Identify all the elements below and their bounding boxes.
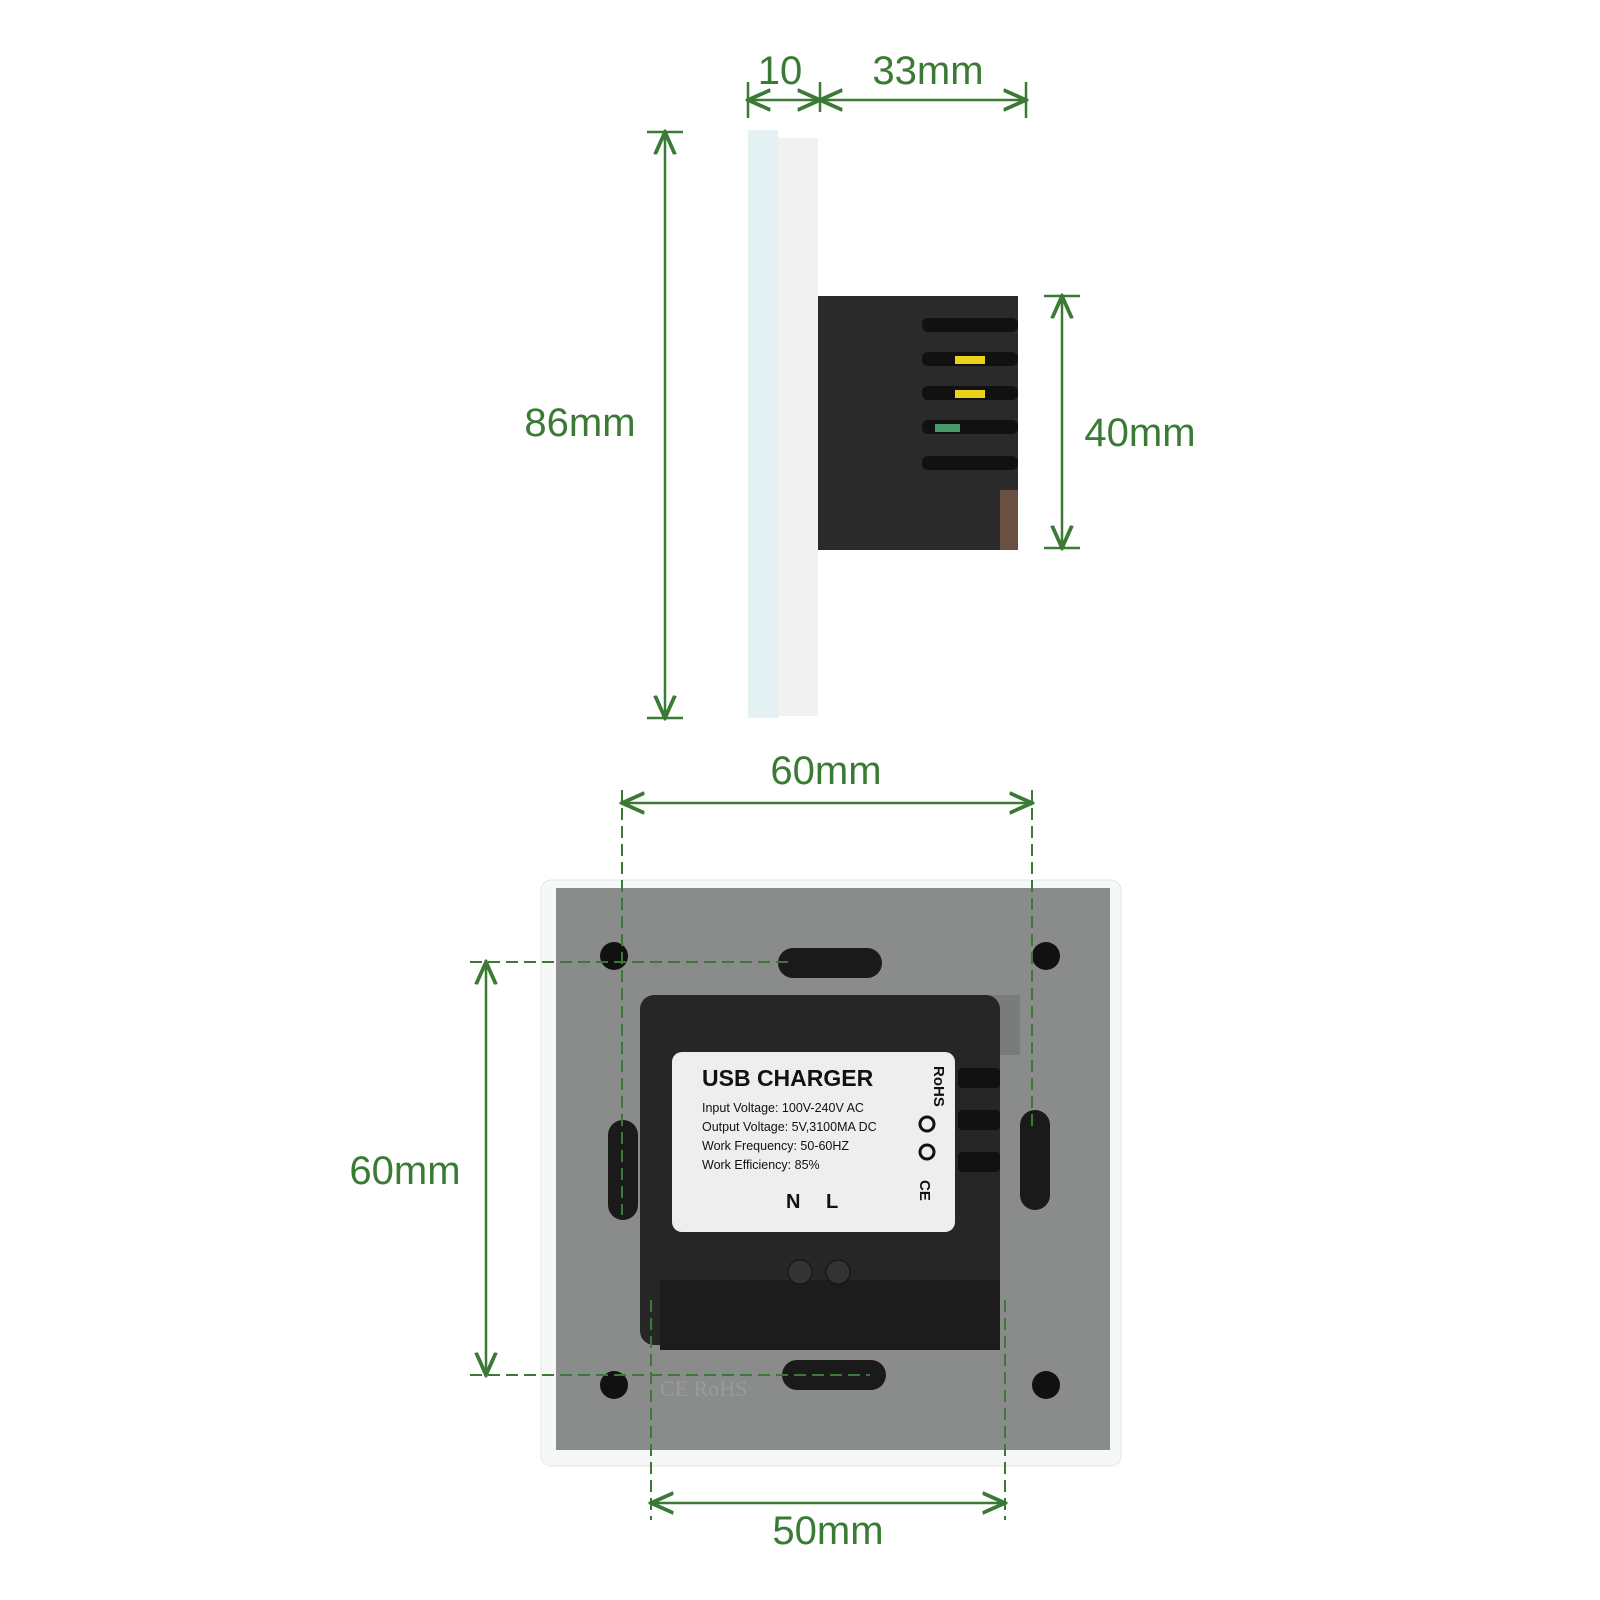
terminal-n: N xyxy=(786,1191,800,1213)
dim-mount-height: 60mm xyxy=(349,1149,460,1193)
back-dimension-lines xyxy=(486,803,1032,1503)
guide-lines xyxy=(470,790,1033,1520)
label-title: USB CHARGER xyxy=(702,1065,874,1091)
dim-height: 86mm xyxy=(524,401,635,445)
mount-slot xyxy=(1020,1110,1050,1210)
wire-yellow xyxy=(955,356,985,364)
back-view: USB CHARGER Input Voltage: 100V-240V AC … xyxy=(540,879,1122,1467)
dim-mount-width: 60mm xyxy=(770,749,881,793)
terminal-l: L xyxy=(826,1191,838,1213)
ce-mark: CE xyxy=(916,1180,933,1201)
rohs-mark: RoHS xyxy=(930,1066,947,1107)
back-plate-side xyxy=(778,138,818,716)
side-view xyxy=(748,130,1018,718)
side-dimension-lines xyxy=(647,82,1080,718)
terminal-screw xyxy=(787,1259,813,1285)
mount-slot xyxy=(778,948,882,978)
terminal-slots xyxy=(922,318,1018,470)
label-line: Work Efficiency: 85% xyxy=(702,1158,820,1172)
recycle-icon xyxy=(918,1115,936,1133)
product-label xyxy=(672,1052,955,1232)
screw-hole xyxy=(1032,942,1060,970)
module-notch xyxy=(1000,490,1018,550)
label-line: Work Frequency: 50-60HZ xyxy=(702,1139,849,1153)
label-line: Output Voltage: 5V,3100MA DC xyxy=(702,1120,877,1134)
terminal-screw xyxy=(825,1259,851,1285)
dim-module-height: 40mm xyxy=(1084,411,1195,455)
wire-yellow xyxy=(955,390,985,398)
eco-icon xyxy=(918,1143,936,1161)
glass-panel xyxy=(748,130,778,718)
plate-embossed-marks: CE RoHS xyxy=(660,1376,747,1401)
label-line: Input Voltage: 100V-240V AC xyxy=(702,1101,864,1115)
dim-plate-depth: 10 xyxy=(758,49,803,93)
dim-module-depth: 33mm xyxy=(872,49,983,93)
module-base xyxy=(660,1280,1000,1350)
wire-green xyxy=(935,424,960,432)
screw-hole xyxy=(1032,1371,1060,1399)
module-vents xyxy=(958,1068,1000,1172)
screw-hole xyxy=(600,1371,628,1399)
screw-hole xyxy=(600,942,628,970)
dim-module-width: 50mm xyxy=(772,1509,883,1553)
